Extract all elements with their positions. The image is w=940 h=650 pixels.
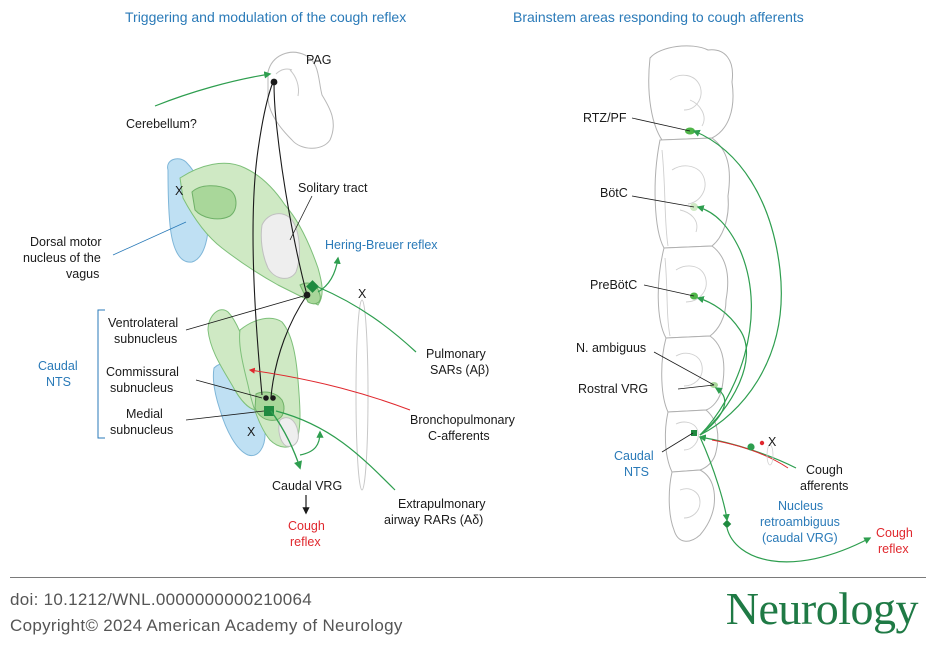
label-cerebellum: Cerebellum? <box>126 117 197 131</box>
label-dmnv-1: Dorsal motor <box>30 235 102 249</box>
label-commissural-2: subnucleus <box>110 381 173 395</box>
label-pulmonary-2: SARs (Aβ) <box>430 363 489 377</box>
brainstem-detail <box>661 74 707 519</box>
cerebellum-arrow <box>154 71 272 107</box>
pag-inner <box>289 69 299 97</box>
left-panel-title: Triggering and modulation of the cough r… <box>125 9 406 25</box>
pag-node <box>270 78 278 86</box>
doi-text: doi: 10.1212/WNL.0000000000210064 <box>10 590 312 609</box>
label-prebotc: PreBötC <box>590 278 637 292</box>
label-x-right: X <box>358 287 367 301</box>
label-cough-afferents-2: afferents <box>800 479 848 493</box>
label-botc: BötC <box>600 186 628 200</box>
label-x-lower: X <box>247 425 256 439</box>
fiber-nts-to-pag <box>273 81 308 296</box>
afferent-ganglion-red <box>759 440 765 446</box>
label-solitary-tract: Solitary tract <box>298 181 368 195</box>
label-nra-2: retroambiguus <box>760 515 840 529</box>
upper-green-core <box>191 185 237 220</box>
leader-medial <box>185 410 265 421</box>
label-caudal-vrg: Caudal VRG <box>272 479 342 493</box>
pag-outline <box>267 51 334 149</box>
label-pulmonary-1: Pulmonary <box>426 347 486 361</box>
label-n-ambiguus: N. ambiguus <box>576 341 646 355</box>
nra-terminal <box>722 519 732 529</box>
label-commissural-1: Commissural <box>106 365 179 379</box>
label-right-x: X <box>768 435 777 449</box>
label-x-upper: X <box>175 184 184 198</box>
right-nerve-outline <box>766 444 774 466</box>
label-dmnv-2: nucleus of the <box>23 251 101 265</box>
caudal-nts-bracket <box>97 309 105 439</box>
cough-afferent-red <box>711 439 789 469</box>
nts-terminal <box>691 430 697 436</box>
leader-solitary <box>289 195 313 241</box>
label-pag: PAG <box>306 53 331 67</box>
label-ventrolateral-1: Ventrolateral <box>108 316 178 330</box>
label-cough-2: reflex <box>290 535 321 549</box>
pag-detail <box>275 68 293 75</box>
label-broncho-2: C-afferents <box>428 429 490 443</box>
vagus-nerve-outline <box>355 299 369 491</box>
afferent-ganglion-green <box>747 443 755 451</box>
lower-medial-gray <box>278 417 299 447</box>
label-right-cough-2: reflex <box>878 542 909 556</box>
leader-ventrolateral <box>185 294 308 331</box>
label-dmnv-3: vagus <box>66 267 99 281</box>
fiber-tip-to-commissural <box>270 294 308 398</box>
footer-divider <box>10 577 926 578</box>
label-nra-3: (caudal VRG) <box>762 531 838 545</box>
sar-terminal <box>306 280 319 293</box>
brainstem-sections <box>648 45 734 542</box>
return-arrow <box>299 430 324 456</box>
rar-terminal <box>264 406 274 416</box>
rar-fiber <box>275 410 396 491</box>
label-medial-2: subnucleus <box>110 423 173 437</box>
copyright-text: Copyright© 2024 American Academy of Neur… <box>10 616 403 635</box>
label-right-caudal-nts-1: Caudal <box>614 449 654 463</box>
label-caudal-nts-2: NTS <box>46 375 71 389</box>
ascending-fiber-pag <box>252 81 274 396</box>
commissural-node-2 <box>270 395 276 401</box>
neurology-logo: Neurology <box>725 583 919 634</box>
label-nra-1: Nucleus <box>778 499 823 513</box>
pulmonary-sar-fiber <box>317 286 417 353</box>
label-broncho-1: Bronchopulmonary <box>410 413 516 427</box>
label-right-caudal-nts-2: NTS <box>624 465 649 479</box>
hering-breuer-arrow <box>317 256 341 293</box>
commissural-node-1 <box>263 395 269 401</box>
nts-to-vrg-arrow <box>270 410 303 470</box>
projection-fibers <box>692 129 872 563</box>
label-extrapulm-2: airway RARs (Aδ) <box>384 513 483 527</box>
label-rostral-vrg: Rostral VRG <box>578 382 648 396</box>
label-caudal-nts-1: Caudal <box>38 359 78 373</box>
leader-dmnv <box>112 221 187 256</box>
label-ventrolateral-2: subnucleus <box>114 332 177 346</box>
c-afferent-fiber <box>248 367 411 411</box>
solitary-tract-shape <box>260 213 300 279</box>
right-leaders <box>631 117 715 453</box>
label-hering-breuer: Hering-Breuer reflex <box>325 238 438 252</box>
label-cough-afferents-1: Cough <box>806 463 843 477</box>
label-right-cough-1: Cough <box>876 526 913 540</box>
leader-commissural <box>195 379 263 399</box>
label-extrapulm-1: Extrapulmonary <box>398 497 486 511</box>
label-cough-1: Cough <box>288 519 325 533</box>
right-panel-title: Brainstem areas responding to cough affe… <box>513 9 804 25</box>
label-medial-1: Medial <box>126 407 163 421</box>
label-rtz: RTZ/PF <box>583 111 627 125</box>
